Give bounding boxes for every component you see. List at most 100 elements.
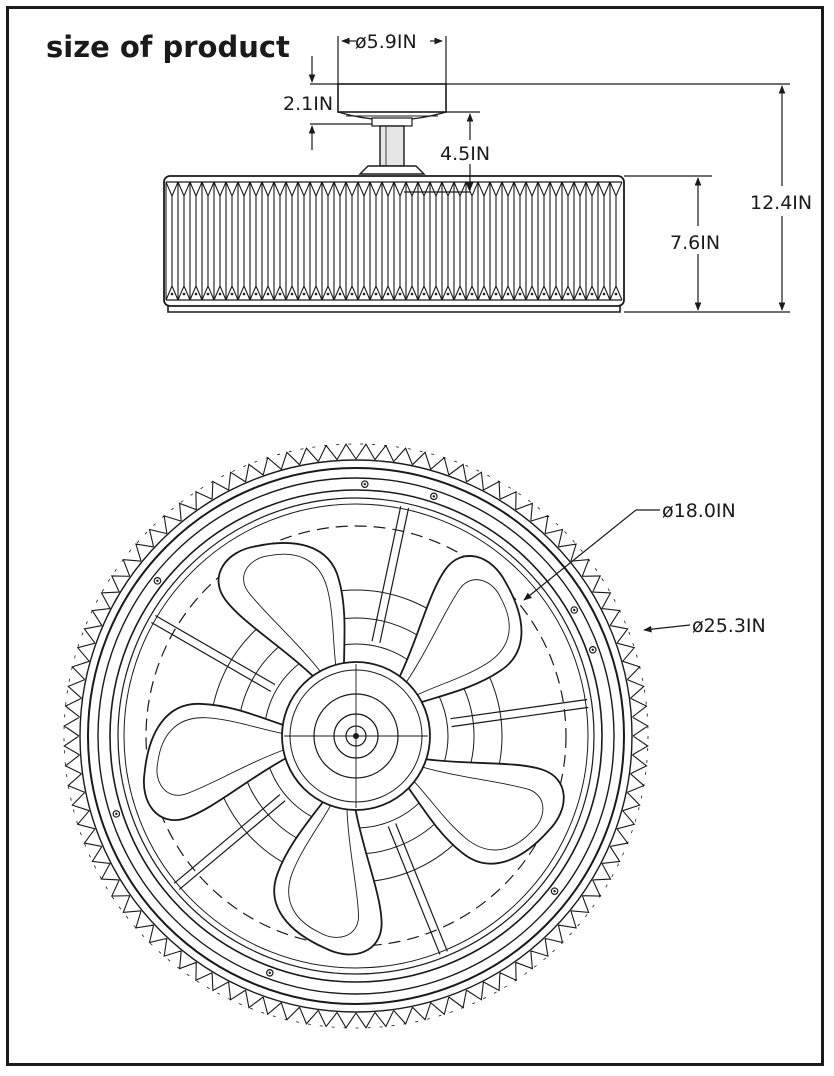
crystal-panel bbox=[309, 181, 323, 301]
crystal-panel bbox=[249, 181, 263, 301]
crystal-panel bbox=[369, 181, 383, 301]
blade-inner-line bbox=[413, 766, 544, 851]
side-view: ø5.9IN 2.1IN 4.5IN 12.4IN bbox=[163, 31, 812, 313]
crystal-bead bbox=[566, 292, 570, 296]
bottom-view: ø18.0IN ø25.3IN bbox=[63, 443, 766, 1029]
fan-blade bbox=[217, 542, 346, 679]
crystal-bead bbox=[602, 292, 606, 296]
crystal-bead bbox=[422, 292, 426, 296]
spoke-line bbox=[155, 615, 276, 686]
body-height-label: 7.6IN bbox=[670, 232, 720, 254]
screw-center bbox=[115, 812, 118, 816]
spoke-line bbox=[387, 826, 441, 955]
crystal-bead bbox=[338, 292, 342, 296]
crystal-panel bbox=[441, 181, 455, 301]
blade-outline bbox=[273, 799, 383, 956]
crystal-bead bbox=[302, 292, 306, 296]
crystal-bead bbox=[614, 292, 618, 296]
crystal-bead bbox=[482, 292, 486, 296]
canopy-height-label: 2.1IN bbox=[283, 93, 333, 115]
dim-canopy-diameter: ø5.9IN bbox=[337, 31, 447, 84]
crystal-panel bbox=[165, 181, 179, 301]
screw-center bbox=[432, 495, 436, 498]
crystal-panel bbox=[333, 181, 347, 301]
crystal-bead bbox=[410, 292, 414, 296]
crystal-panel bbox=[549, 181, 563, 301]
rim-outline bbox=[63, 443, 649, 1029]
screw-center bbox=[591, 648, 595, 652]
crystal-bead bbox=[494, 292, 498, 296]
crystal-rim bbox=[63, 443, 649, 1029]
crystal-bead bbox=[182, 292, 186, 296]
fan-blade bbox=[397, 555, 523, 704]
crystal-panel bbox=[273, 181, 287, 301]
blade-inner-line bbox=[156, 717, 286, 796]
spoke-line bbox=[173, 794, 281, 884]
crystal-panel bbox=[345, 181, 359, 301]
crystal-panel bbox=[189, 181, 203, 301]
spoke-line bbox=[450, 698, 588, 720]
crystal-panel bbox=[405, 181, 419, 301]
crystal-bead bbox=[470, 292, 474, 296]
crystal-panel bbox=[177, 181, 191, 301]
blade-outline bbox=[217, 542, 346, 679]
spoke-line bbox=[395, 823, 448, 952]
canopy-diameter-label: ø5.9IN bbox=[355, 31, 417, 53]
blade-outline bbox=[142, 703, 289, 821]
crystal-bead bbox=[314, 292, 318, 296]
mounting-screws bbox=[112, 480, 597, 977]
downrod-length-label: 4.5IN bbox=[440, 143, 490, 165]
blade-diameter-label: ø18.0IN bbox=[662, 500, 736, 522]
crystal-panel bbox=[357, 181, 371, 301]
screw-center bbox=[363, 482, 366, 486]
crystal-panel bbox=[201, 181, 215, 301]
drawing-border bbox=[6, 6, 824, 1066]
spoke-line bbox=[371, 506, 402, 642]
dim-body-height: 7.6IN bbox=[624, 175, 720, 311]
downrod bbox=[358, 117, 426, 175]
crystal-panel bbox=[321, 181, 335, 301]
dim-total-height: 12.4IN bbox=[446, 83, 812, 313]
screw-center bbox=[553, 889, 556, 893]
crystal-bead bbox=[170, 292, 174, 296]
blade-inner-line bbox=[288, 804, 359, 938]
cage-spokes bbox=[151, 506, 589, 955]
spoke-line bbox=[151, 621, 272, 692]
crystal-bead bbox=[326, 292, 330, 296]
crystal-panel bbox=[573, 181, 587, 301]
crystal-bead bbox=[542, 292, 546, 296]
total-height-label: 12.4IN bbox=[750, 192, 812, 214]
crystal-panel bbox=[225, 181, 239, 301]
crystal-bead bbox=[446, 292, 450, 296]
crystal-bead bbox=[386, 292, 390, 296]
crystal-bead bbox=[194, 292, 198, 296]
crystal-panel bbox=[609, 181, 623, 301]
crystal-bead bbox=[230, 292, 234, 296]
crystal-panel bbox=[453, 181, 467, 301]
crystal-bead bbox=[374, 292, 378, 296]
crystal-panel bbox=[489, 181, 503, 301]
screw-center bbox=[573, 608, 576, 612]
blade-outline bbox=[397, 555, 523, 704]
blade-inner-line bbox=[405, 579, 510, 696]
crystal-bead bbox=[458, 292, 462, 296]
crystal-panel bbox=[213, 181, 227, 301]
blade-inner-line bbox=[243, 553, 337, 673]
crystal-panel bbox=[237, 181, 251, 301]
crystal-bead bbox=[590, 292, 594, 296]
page-title: size of product bbox=[46, 30, 290, 64]
crystal-bead bbox=[254, 292, 258, 296]
screw-center bbox=[268, 971, 272, 975]
crystal-panel bbox=[561, 181, 575, 301]
crystal-bead bbox=[506, 292, 510, 296]
crystal-panel bbox=[597, 181, 611, 301]
crystal-panels bbox=[165, 181, 623, 301]
crystal-bead bbox=[350, 292, 354, 296]
crystal-bead bbox=[554, 292, 558, 296]
crystal-bead bbox=[518, 292, 522, 296]
dim-canopy-height: 2.1IN bbox=[283, 56, 372, 150]
fan-blade bbox=[273, 799, 383, 956]
screw-center bbox=[156, 579, 159, 583]
crystal-panel bbox=[477, 181, 491, 301]
